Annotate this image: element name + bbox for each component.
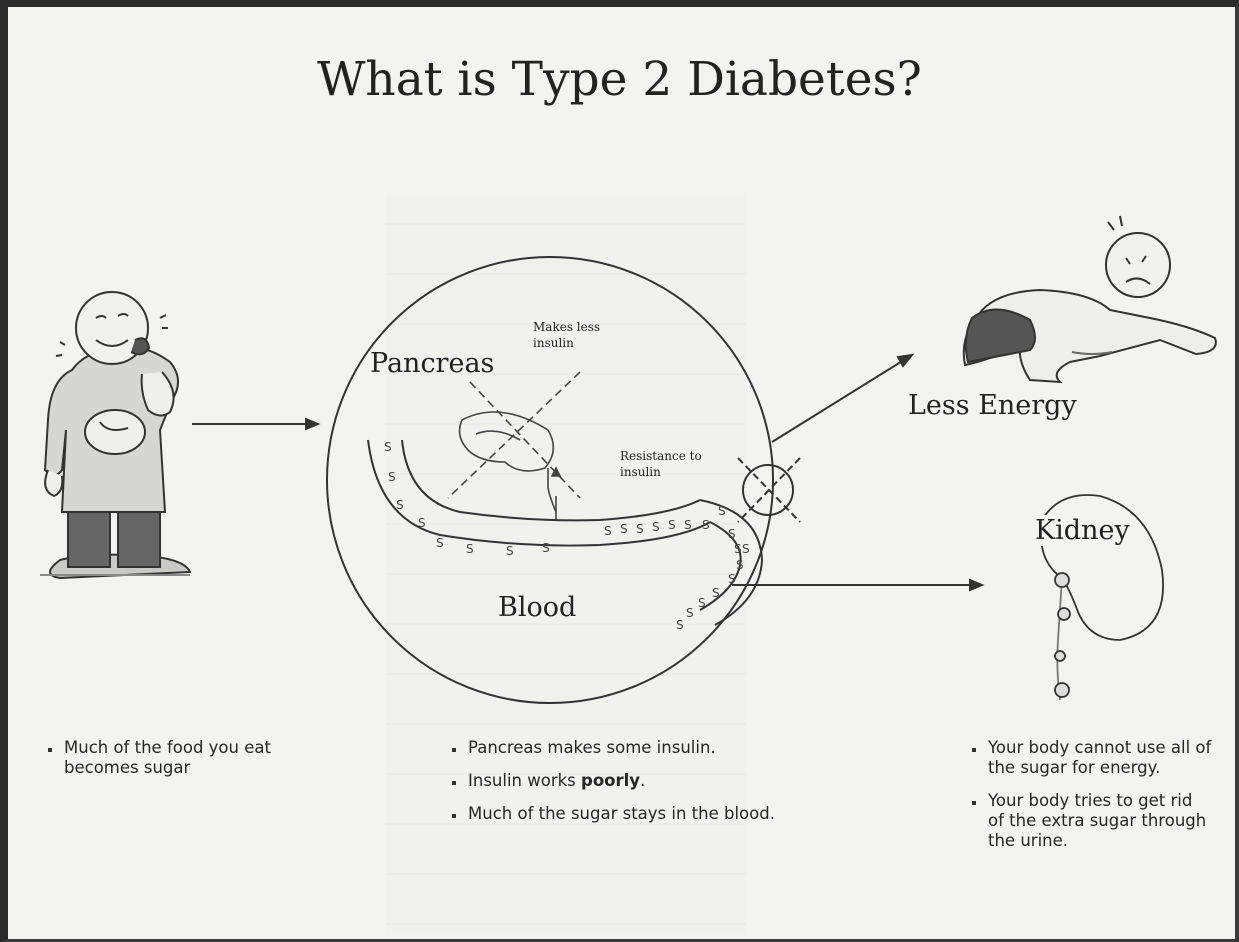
sugar-s: S [698, 596, 706, 610]
sugar-s: S [636, 522, 644, 536]
flow-arrows [192, 355, 982, 590]
sugar-s: S [436, 536, 444, 550]
makes-less-label-line2: insulin [533, 336, 574, 351]
sugar-s: S [702, 518, 710, 532]
blood-label: Blood [498, 592, 576, 623]
bullet-insulin-poorly: Insulin works poorly. [452, 771, 782, 791]
resistance-icon [738, 458, 800, 522]
bullet-text-bold: poorly [581, 771, 640, 790]
sugar-s: S [686, 606, 694, 620]
sugar-s: S [718, 504, 726, 518]
pancreas-illustration [448, 372, 580, 520]
bullet-text-prefix: Insulin works [468, 771, 581, 790]
sugar-s: S [466, 542, 474, 556]
less-energy-label: Less Energy [908, 390, 1077, 421]
middle-bullet-list: Pancreas makes some insulin. Insulin wor… [452, 738, 782, 837]
pancreas-label: Pancreas [370, 348, 494, 379]
sugar-s: S [728, 572, 736, 586]
sugar-s: S [388, 470, 396, 484]
resistance-label-line1: Resistance to [620, 449, 702, 464]
sugar-s: S [668, 518, 676, 532]
bullet-pancreas-insulin: Pancreas makes some insulin. [452, 738, 782, 758]
bullet-text: Much of the food you eat becomes sugar [64, 738, 271, 777]
resistance-label-line2: insulin [620, 465, 661, 480]
sugar-s: S [396, 498, 404, 512]
person-eating-illustration [40, 292, 190, 578]
sugar-s: S [742, 542, 750, 556]
sugar-s: S [712, 586, 720, 600]
sugar-s: S [542, 541, 550, 555]
bullet-text-suffix: . [640, 771, 645, 790]
tired-person-illustration [964, 216, 1216, 382]
bullet-food-sugar: Much of the food you eat becomes sugar [48, 738, 308, 778]
kidney-label: Kidney [1035, 515, 1130, 546]
bullet-urine: Your body tries to get rid of the extra … [972, 791, 1212, 851]
bullet-sugar-stays: Much of the sugar stays in the blood. [452, 804, 782, 824]
sugar-s: S [604, 524, 612, 538]
bullet-text: Your body tries to get rid of the extra … [988, 791, 1206, 850]
bullet-cannot-use-sugar: Your body cannot use all of the sugar fo… [972, 738, 1212, 778]
makes-less-label-line1: Makes less [533, 320, 600, 335]
right-bullet-list: Your body cannot use all of the sugar fo… [972, 738, 1212, 864]
bullet-text: Much of the sugar stays in the blood. [468, 804, 775, 823]
sugar-s: S [652, 520, 660, 534]
bullet-text: Pancreas makes some insulin. [468, 738, 716, 757]
sugar-s: S [384, 440, 392, 454]
bullet-text: Your body cannot use all of the sugar fo… [988, 738, 1211, 777]
sugar-s: S [676, 618, 684, 632]
sugar-s: S [418, 516, 426, 530]
sugar-s: S [684, 518, 692, 532]
sugar-s: S [506, 544, 514, 558]
sugar-s: S [620, 522, 628, 536]
sugar-s: S [728, 527, 736, 541]
sugar-s: S [736, 558, 744, 572]
left-bullet-list: Much of the food you eat becomes sugar [48, 738, 308, 791]
sugar-s: S [734, 542, 742, 556]
